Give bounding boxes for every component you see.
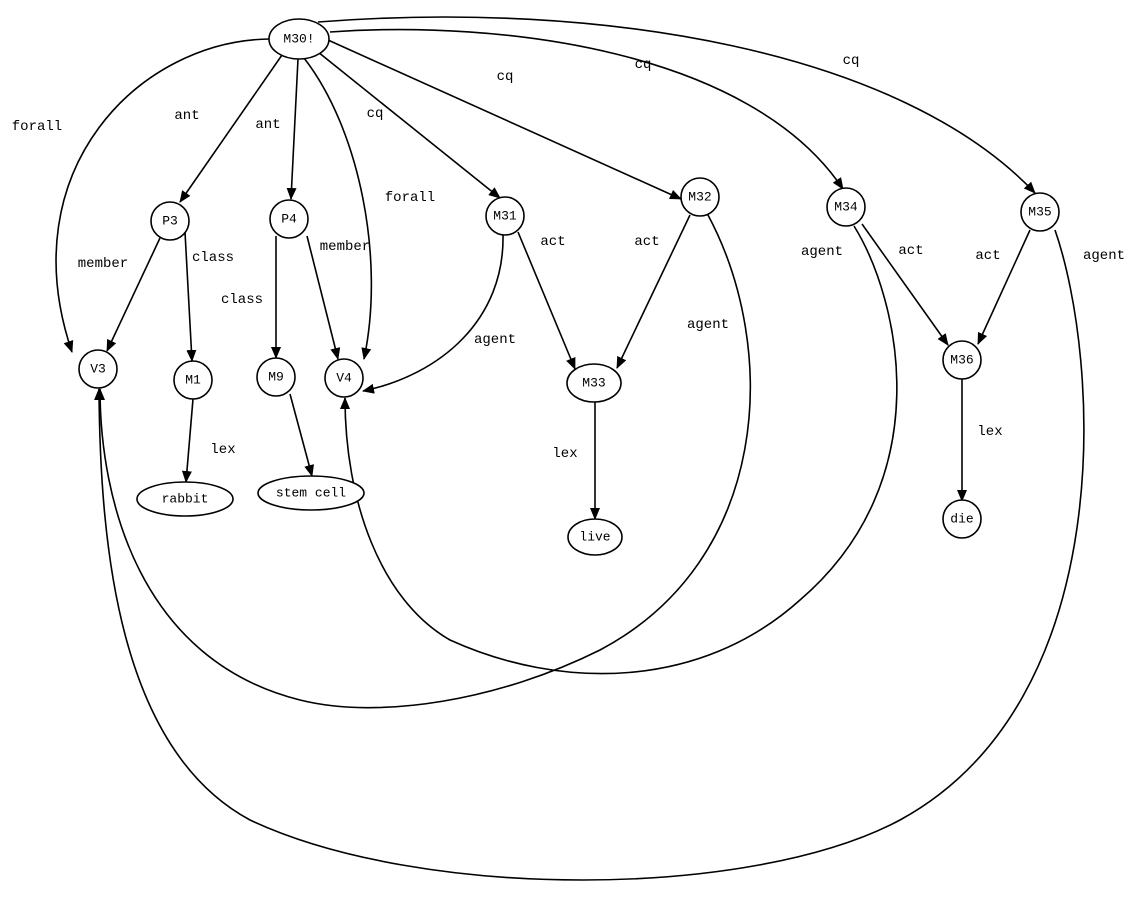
edge-label-class: class [221, 292, 263, 308]
edge-M1-to-rabbit [181, 398, 194, 483]
node-ellipse [257, 475, 365, 511]
edge-label-agent: agent [687, 317, 729, 333]
node-label: M33 [582, 376, 605, 391]
node-label: V3 [90, 362, 106, 377]
node-ellipse [268, 18, 330, 60]
edge-M9-to-stemcell [289, 393, 314, 477]
node-ellipse [150, 201, 190, 241]
node-M31[interactable]: M31 [485, 196, 525, 236]
node-ellipse [567, 518, 623, 556]
node-label: M9 [268, 370, 284, 385]
node-ellipse [485, 196, 525, 236]
node-P3[interactable]: P3 [150, 201, 190, 241]
node-label: P3 [162, 214, 178, 229]
node-label: stem cell [276, 486, 346, 501]
edges-layer: forall ant ant forall cq cq cq cq member class cla… [12, 16, 1125, 881]
node-stemcell[interactable]: stem cell [257, 475, 365, 511]
node-ellipse [566, 363, 622, 403]
node-ellipse [269, 199, 309, 239]
node-M34[interactable]: M34 [826, 187, 866, 227]
edge-label-lex: lex [210, 442, 235, 458]
node-M9[interactable]: M9 [256, 357, 296, 397]
edge-label-act: act [634, 234, 659, 250]
edge-label-cq: cq [843, 53, 860, 69]
edge-label-act: act [540, 234, 565, 250]
edge-M35-to-M36 [977, 229, 1031, 345]
node-ellipse [942, 340, 982, 380]
edge-label-lex: lex [552, 446, 577, 462]
node-ellipse [680, 177, 720, 217]
edge-label-lex: lex [977, 424, 1002, 440]
edge-label-class: class [192, 250, 234, 266]
edge-M35-to-V3 [94, 229, 1085, 881]
node-ellipse [1020, 192, 1060, 232]
edge-label-act: act [898, 243, 923, 259]
node-M30[interactable]: M30! [268, 18, 330, 60]
node-label: P4 [281, 212, 297, 227]
edge-label-agent: agent [801, 244, 843, 260]
node-label: M31 [493, 209, 517, 224]
edge-label-ant: ant [255, 117, 280, 133]
node-ellipse [136, 481, 234, 517]
edge-label-cq: cq [367, 106, 384, 122]
node-ellipse [942, 499, 982, 539]
node-ellipse [826, 187, 866, 227]
edge-label-forall: forall [12, 119, 62, 135]
node-live[interactable]: live [567, 518, 623, 556]
node-M33[interactable]: M33 [566, 363, 622, 403]
node-ellipse [173, 360, 213, 400]
node-rabbit[interactable]: rabbit [136, 481, 234, 517]
edge-label-member: member [320, 239, 370, 255]
edge-M30-to-M34 [329, 28, 844, 190]
edge-M32-to-M33 [616, 214, 691, 369]
node-P4[interactable]: P4 [269, 199, 309, 239]
edge-M30-to-P3 [179, 54, 283, 203]
edge-M30-to-P4 [286, 58, 299, 200]
node-label: M30! [283, 32, 314, 47]
edge-M30-to-M35 [317, 16, 1036, 194]
node-V4[interactable]: V4 [324, 358, 364, 398]
node-ellipse [324, 358, 364, 398]
edge-M34-to-V4 [340, 225, 898, 675]
edge-label-ant: ant [174, 108, 199, 124]
node-ellipse [78, 349, 118, 389]
node-label: rabbit [162, 492, 209, 507]
edge-M31-to-V4 [362, 233, 504, 394]
node-label: M34 [834, 200, 858, 215]
node-label: die [950, 512, 973, 527]
edge-label-agent: agent [1083, 248, 1125, 264]
node-label: live [579, 530, 610, 545]
edge-label-forall: forall [385, 190, 435, 206]
edge-P4-to-V4 [306, 235, 341, 360]
edge-label-act: act [975, 248, 1000, 264]
edge-M30-to-V3 [55, 38, 271, 353]
edge-label-cq: cq [497, 69, 514, 85]
edge-label-member: member [78, 256, 128, 272]
node-label: M36 [950, 353, 973, 368]
edge-M32-to-V3 [95, 214, 752, 709]
edge-label-cq: cq [635, 57, 652, 73]
edge-M30-to-M32 [327, 39, 682, 200]
edge-M30-to-V4 [303, 57, 373, 360]
node-M1[interactable]: M1 [173, 360, 213, 400]
node-label: M1 [185, 373, 201, 388]
edge-label-agent: agent [474, 332, 516, 348]
node-M35[interactable]: M35 [1020, 192, 1060, 232]
node-ellipse [256, 357, 296, 397]
node-label: M32 [688, 190, 711, 205]
node-die[interactable]: die [942, 499, 982, 539]
node-V3[interactable]: V3 [78, 349, 118, 389]
node-label: M35 [1028, 205, 1051, 220]
node-M36[interactable]: M36 [942, 340, 982, 380]
edge-P3-to-V3 [106, 237, 161, 352]
edge-M34-to-M36 [861, 223, 949, 346]
edge-M31-to-M33 [517, 231, 576, 370]
node-label: V4 [336, 371, 352, 386]
edge-M30-to-M31 [317, 51, 501, 199]
node-M32[interactable]: M32 [680, 177, 720, 217]
edge-P3-to-M1 [184, 231, 197, 362]
